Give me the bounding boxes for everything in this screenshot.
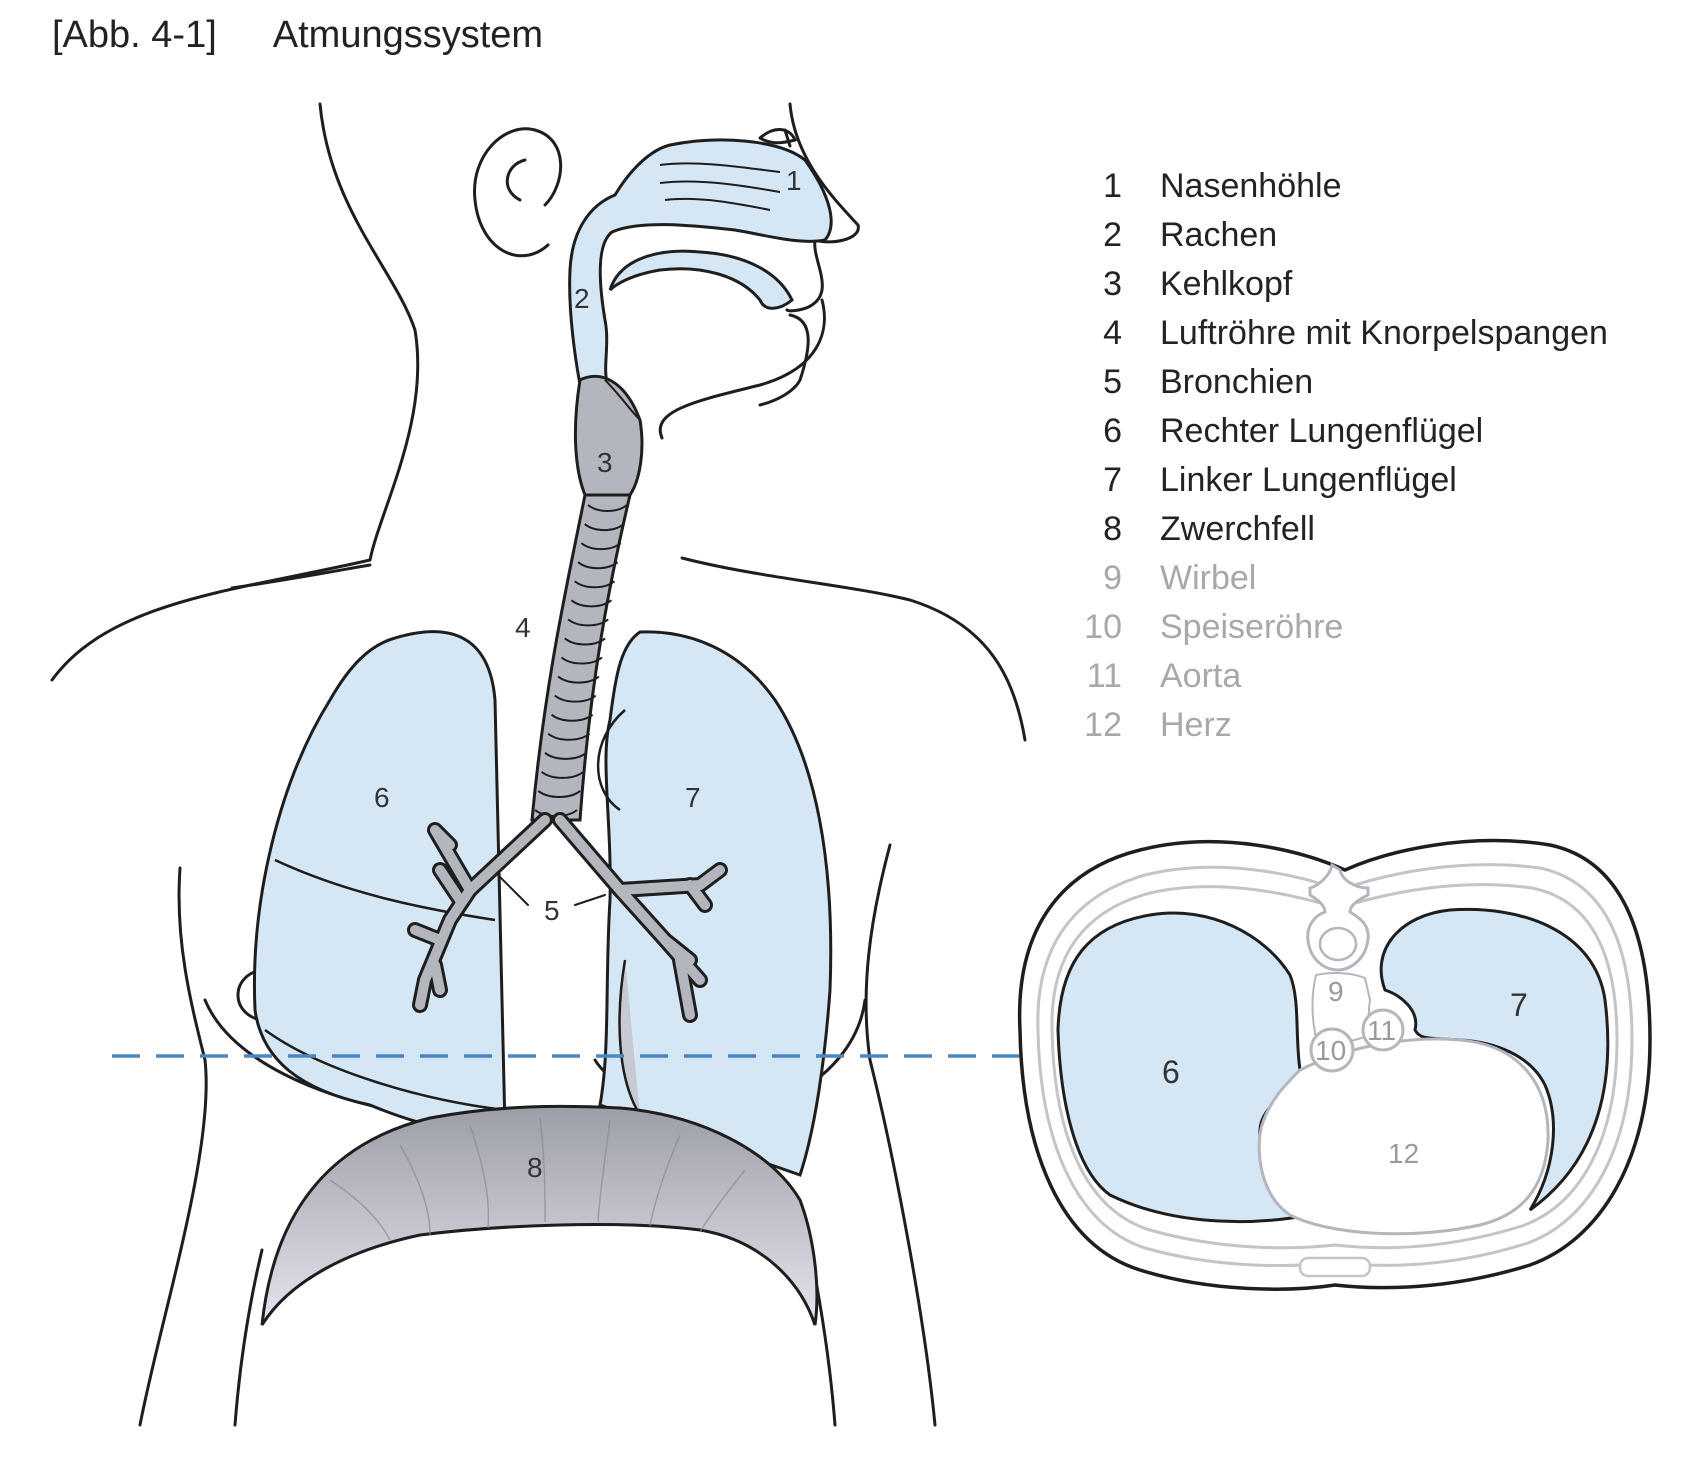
trachea-cartilage-rings — [534, 504, 628, 817]
legend-item: 2 Rachen — [1060, 211, 1608, 260]
cartilage-ring — [574, 580, 616, 589]
legend-label: Kehlkopf — [1160, 265, 1293, 303]
bronchi — [407, 812, 728, 1023]
diaphragm — [260, 1104, 819, 1326]
label-nose: 1 — [786, 165, 802, 196]
legend-number: 4 — [1103, 314, 1122, 352]
label-cs-heart: 12 — [1388, 1138, 1419, 1169]
legend-item: 8 Zwerchfell — [1060, 505, 1608, 554]
legend-number: 12 — [1084, 706, 1122, 744]
figure-caption: [Abb. 4-1] Atmungssystem — [52, 14, 543, 57]
legend-item: 5 Bronchien — [1060, 358, 1608, 407]
legend-number: 2 — [1103, 216, 1122, 254]
cartilage-ring — [567, 618, 609, 627]
cartilage-ring — [541, 771, 584, 779]
cs-aorta-shape — [1361, 1008, 1405, 1052]
label-left-lung: 7 — [685, 782, 701, 813]
cartilage-ring — [554, 694, 597, 703]
legend-number: 5 — [1103, 363, 1122, 401]
legend-label: Aorta — [1160, 657, 1242, 695]
label-cs-right-lung: 6 — [1162, 1054, 1180, 1090]
legend-number: 1 — [1103, 167, 1122, 205]
legend-item: 6 Rechter Lungenflügel — [1060, 407, 1608, 456]
label-cs-left-lung: 7 — [1510, 987, 1528, 1023]
legend-number: 7 — [1103, 461, 1122, 499]
label-cs-esophagus: 10 — [1315, 1035, 1346, 1066]
cs-esophagus-shape — [1309, 1027, 1355, 1073]
left-lung — [598, 630, 833, 1177]
trachea — [530, 493, 632, 822]
label-diaphragm: 8 — [527, 1152, 543, 1183]
caption-title: Atmungssystem — [272, 14, 544, 56]
lungs — [252, 630, 833, 1177]
cartilage-ring — [587, 504, 628, 512]
legend-number: 11 — [1086, 657, 1122, 695]
cartilage-ring — [557, 675, 600, 684]
legend-label: Herz — [1160, 706, 1232, 744]
cartilage-ring — [550, 713, 594, 722]
legend-item: 7 Linker Lungenflügel — [1060, 456, 1608, 505]
legend-label: Speiseröhre — [1160, 608, 1344, 646]
cartilage-ring — [577, 561, 619, 570]
label-cs-aorta: 11 — [1367, 1015, 1396, 1046]
cartilage-ring — [584, 523, 625, 532]
legend-item: 9 Wirbel — [1060, 554, 1608, 603]
legend-number: 3 — [1103, 265, 1122, 303]
legend-number: 10 — [1084, 608, 1122, 646]
legend-number: 8 — [1103, 510, 1122, 548]
cartilage-ring — [580, 542, 622, 551]
legend-label: Wirbel — [1160, 559, 1257, 597]
legend-item: 12 Herz — [1060, 701, 1608, 750]
label-cs-vertebra: 9 — [1328, 976, 1344, 1007]
legend-item: 10 Speiseröhre — [1060, 603, 1608, 652]
label-pharynx: 2 — [574, 283, 590, 314]
caption-number: [Abb. 4-1] — [52, 14, 217, 56]
legend-label: Rachen — [1160, 216, 1278, 254]
legend-item: 3 Kehlkopf — [1060, 260, 1608, 309]
legend-label: Zwerchfell — [1160, 510, 1315, 548]
larynx — [573, 374, 644, 497]
label-right-lung: 6 — [374, 782, 390, 813]
legend-item: 11 Aorta — [1060, 652, 1608, 701]
cartilage-ring — [564, 637, 606, 646]
legend-label: Linker Lungenflügel — [1160, 461, 1457, 499]
cartilage-ring — [560, 656, 603, 665]
cartilage-ring — [547, 732, 591, 741]
right-lung — [252, 630, 507, 1133]
legend-item: 4 Luftröhre mit Knorpelspangen — [1060, 309, 1608, 358]
nasal-cavity-pharynx — [568, 138, 833, 398]
legend-number: 9 — [1103, 559, 1122, 597]
label-bronchi: 5 — [544, 895, 560, 926]
legend-number: 6 — [1103, 412, 1122, 450]
label-larynx: 3 — [597, 447, 613, 478]
legend-label: Luftröhre mit Knorpelspangen — [1160, 314, 1608, 352]
cs-vertebra-body — [1318, 926, 1358, 962]
cartilage-ring — [537, 790, 581, 798]
legend-label: Nasenhöhle — [1160, 167, 1342, 205]
cartilage-ring — [544, 751, 587, 760]
legend: 1 Nasenhöhle 2 Rachen 3 Kehlkopf 4 Luftröhre mi… — [1060, 162, 1608, 750]
legend-label: Rechter Lungenflügel — [1160, 412, 1484, 450]
thorax-cross-section — [1017, 838, 1652, 1291]
label-trachea: 4 — [515, 612, 531, 643]
diagram-number-labels: 1 2 3 4 5 6 7 8 6 7 9 10 11 12 — [374, 165, 1528, 1183]
legend-item: 1 Nasenhöhle — [1060, 162, 1608, 211]
legend-label: Bronchien — [1160, 363, 1314, 401]
cartilage-ring — [570, 599, 612, 608]
